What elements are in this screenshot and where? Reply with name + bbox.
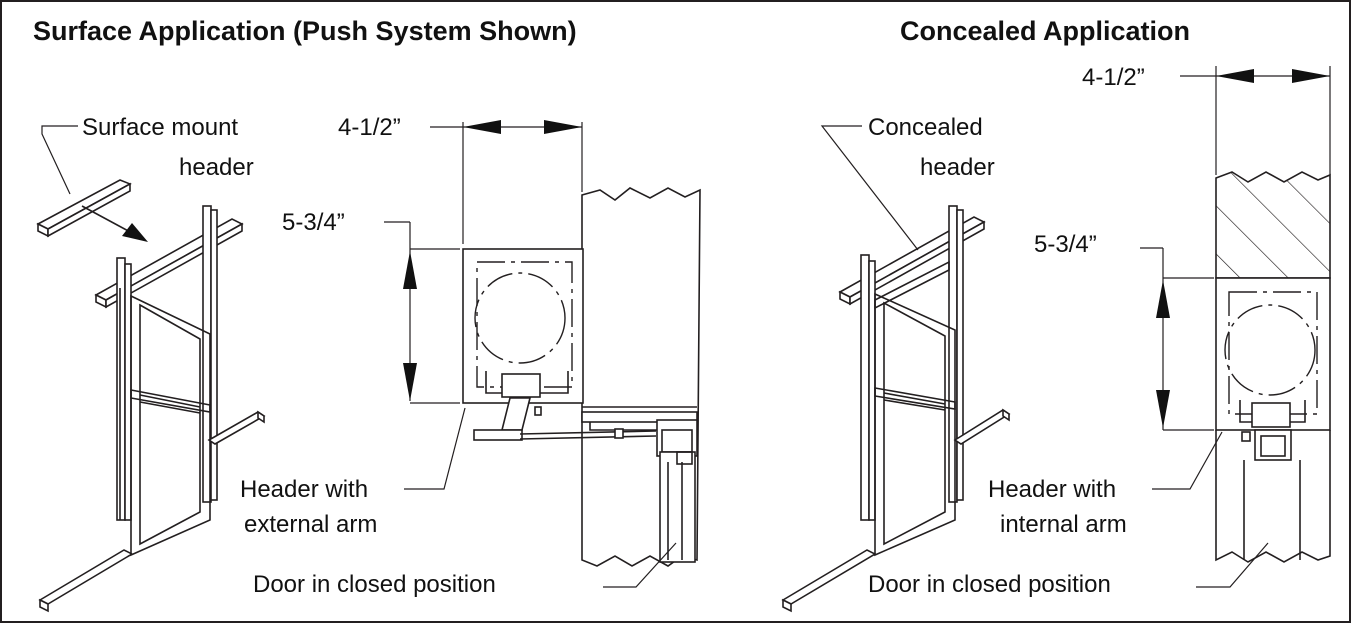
concealed-door-leader bbox=[1196, 542, 1269, 588]
concealed-door-label: Door in closed position bbox=[868, 571, 1111, 598]
surface-frame-isometric bbox=[36, 179, 266, 613]
surface-arm-label-line2: external arm bbox=[244, 511, 377, 538]
concealed-height-label: 5-3/4” bbox=[1034, 231, 1097, 258]
concealed-arm-label-line1: Header with bbox=[988, 476, 1116, 503]
concealed-frame-isometric bbox=[781, 205, 1011, 613]
surface-header-label-line1: Surface mount bbox=[82, 114, 238, 141]
surface-header-leader bbox=[41, 125, 78, 195]
concealed-header-label-line1: Concealed bbox=[868, 114, 983, 141]
surface-arm-label-line1: Header with bbox=[240, 476, 368, 503]
surface-door-leader bbox=[603, 542, 677, 588]
title-concealed-application: Concealed Application bbox=[900, 16, 1190, 46]
surface-header-arrow bbox=[81, 205, 133, 234]
concealed-arm-label-line2: internal arm bbox=[1000, 511, 1127, 538]
concealed-header-leader bbox=[820, 125, 919, 251]
surface-height-dimension bbox=[384, 221, 460, 404]
surface-height-label: 5-3/4” bbox=[282, 209, 345, 236]
concealed-section-view bbox=[1215, 171, 1331, 563]
title-surface-application: Surface Application (Push System Shown) bbox=[33, 16, 577, 46]
concealed-header-label-line2: header bbox=[920, 154, 995, 181]
concealed-height-dimension bbox=[1140, 247, 1214, 431]
concealed-width-dimension bbox=[1180, 66, 1331, 175]
surface-width-label: 4-1/2” bbox=[338, 114, 401, 141]
surface-width-dimension bbox=[430, 120, 583, 244]
surface-header-label-line2: header bbox=[179, 154, 254, 181]
surface-header-arrowhead bbox=[122, 223, 148, 242]
surface-door-label: Door in closed position bbox=[253, 571, 496, 598]
surface-arm-leader bbox=[404, 407, 466, 490]
surface-section-view bbox=[462, 187, 701, 567]
concealed-arm-leader bbox=[1152, 431, 1223, 490]
concealed-width-label: 4-1/2” bbox=[1082, 64, 1145, 91]
